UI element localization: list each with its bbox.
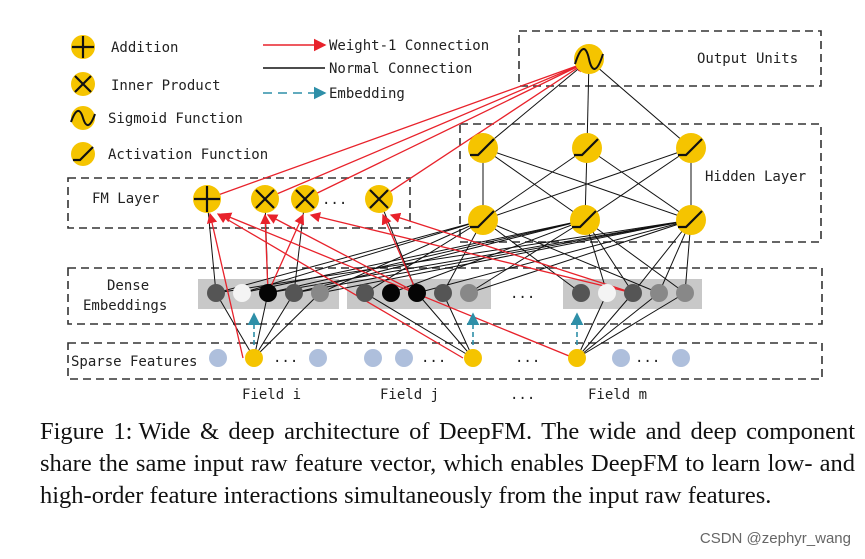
sparse-feature-active bbox=[568, 349, 586, 367]
legend-addition-label: Addition bbox=[111, 40, 178, 56]
sparse-ellipsis: ... bbox=[635, 350, 660, 366]
legend-weight-label: Weight-1 Connection bbox=[329, 38, 489, 54]
legend-sigmoid-label: Sigmoid Function bbox=[108, 111, 243, 127]
sparse-feature bbox=[364, 349, 382, 367]
fm-layer-nodes bbox=[193, 185, 393, 213]
embedding-unit bbox=[285, 284, 303, 302]
caption-label: Figure 1: bbox=[40, 418, 133, 445]
sparse-feature bbox=[395, 349, 413, 367]
inner-product-icon bbox=[251, 185, 279, 213]
deepfm-diagram: Addition Inner Product Sigmoid Function … bbox=[67, 30, 823, 403]
activation-icon bbox=[468, 205, 498, 235]
sparse-feature-active bbox=[245, 349, 263, 367]
sparse-ellipsis: ... bbox=[273, 350, 298, 366]
legend-activation-label: Activation Function bbox=[108, 147, 268, 163]
dense-label-line2: Embeddings bbox=[83, 298, 167, 314]
embedding-unit bbox=[311, 284, 329, 302]
embedding-unit bbox=[598, 284, 616, 302]
embedding-unit bbox=[382, 284, 400, 302]
legend-embedding-label: Embedding bbox=[329, 86, 405, 102]
addition-icon bbox=[71, 35, 95, 59]
embedding-arrows bbox=[247, 312, 584, 345]
sparse-feature bbox=[209, 349, 227, 367]
hidden-layer-box bbox=[459, 123, 822, 243]
caption-text: Wide & deep architecture of DeepFM. The … bbox=[40, 418, 855, 509]
embedding-unit bbox=[207, 284, 225, 302]
legend: Addition Inner Product Sigmoid Function … bbox=[70, 35, 489, 166]
watermark: CSDN @zephyr_wang bbox=[699, 530, 851, 547]
sparse-ellipsis: ... bbox=[515, 350, 540, 366]
sparse-features-box bbox=[67, 342, 823, 380]
sigmoid-icon bbox=[70, 106, 96, 130]
weight-1-connections bbox=[206, 61, 634, 359]
inner-product-icon bbox=[365, 185, 393, 213]
activation-icon bbox=[71, 142, 95, 166]
inner-product-icon bbox=[71, 72, 95, 96]
embedding-unit bbox=[572, 284, 590, 302]
sparse-feature-active bbox=[464, 349, 482, 367]
sparse-feature bbox=[309, 349, 327, 367]
dense-to-fm-connections bbox=[206, 198, 418, 294]
hidden-layer-nodes bbox=[468, 133, 706, 235]
embedding-unit bbox=[259, 284, 277, 302]
field-i-label: Field i bbox=[242, 387, 301, 403]
inner-product-icon bbox=[291, 185, 319, 213]
output-sigmoid-node bbox=[574, 44, 604, 74]
fm-layer-box bbox=[67, 177, 411, 229]
output-units-label: Output Units bbox=[697, 51, 798, 67]
embedding-unit bbox=[650, 284, 668, 302]
activation-icon bbox=[468, 133, 498, 163]
dense-label-line1: Dense bbox=[107, 278, 149, 294]
figure-caption: Figure 1:Wide & deep architecture of Dee… bbox=[40, 416, 855, 512]
addition-icon bbox=[193, 185, 221, 213]
embedding-unit bbox=[624, 284, 642, 302]
sparse-features-label: Sparse Features bbox=[71, 354, 197, 370]
activation-icon bbox=[676, 205, 706, 235]
sparse-feature-nodes bbox=[209, 349, 690, 367]
fm-layer-label: FM Layer bbox=[92, 191, 159, 207]
embedding-unit bbox=[233, 284, 251, 302]
embedding-unit bbox=[408, 284, 426, 302]
sparse-feature bbox=[672, 349, 690, 367]
dense-embedding-nodes bbox=[207, 284, 694, 302]
embedding-unit bbox=[460, 284, 478, 302]
legend-inner-product-label: Inner Product bbox=[111, 78, 221, 94]
field-m-label: Field m bbox=[588, 387, 647, 403]
output-units-box bbox=[518, 30, 822, 87]
hidden-layer-label: Hidden Layer bbox=[705, 169, 806, 185]
field-j-label: Field j bbox=[380, 387, 439, 403]
legend-normal-label: Normal Connection bbox=[329, 61, 472, 77]
activation-icon bbox=[676, 133, 706, 163]
activation-icon bbox=[572, 133, 602, 163]
activation-icon bbox=[570, 205, 600, 235]
embedding-unit bbox=[356, 284, 374, 302]
sparse-ellipsis: ... bbox=[421, 350, 446, 366]
embedding-unit bbox=[434, 284, 452, 302]
sparse-to-dense-connections bbox=[215, 292, 686, 359]
embedding-unit bbox=[676, 284, 694, 302]
fm-ellipsis: ... bbox=[322, 192, 347, 208]
dense-ellipsis: ... bbox=[510, 286, 535, 302]
field-dots-label: ... bbox=[510, 387, 535, 403]
sparse-feature bbox=[612, 349, 630, 367]
